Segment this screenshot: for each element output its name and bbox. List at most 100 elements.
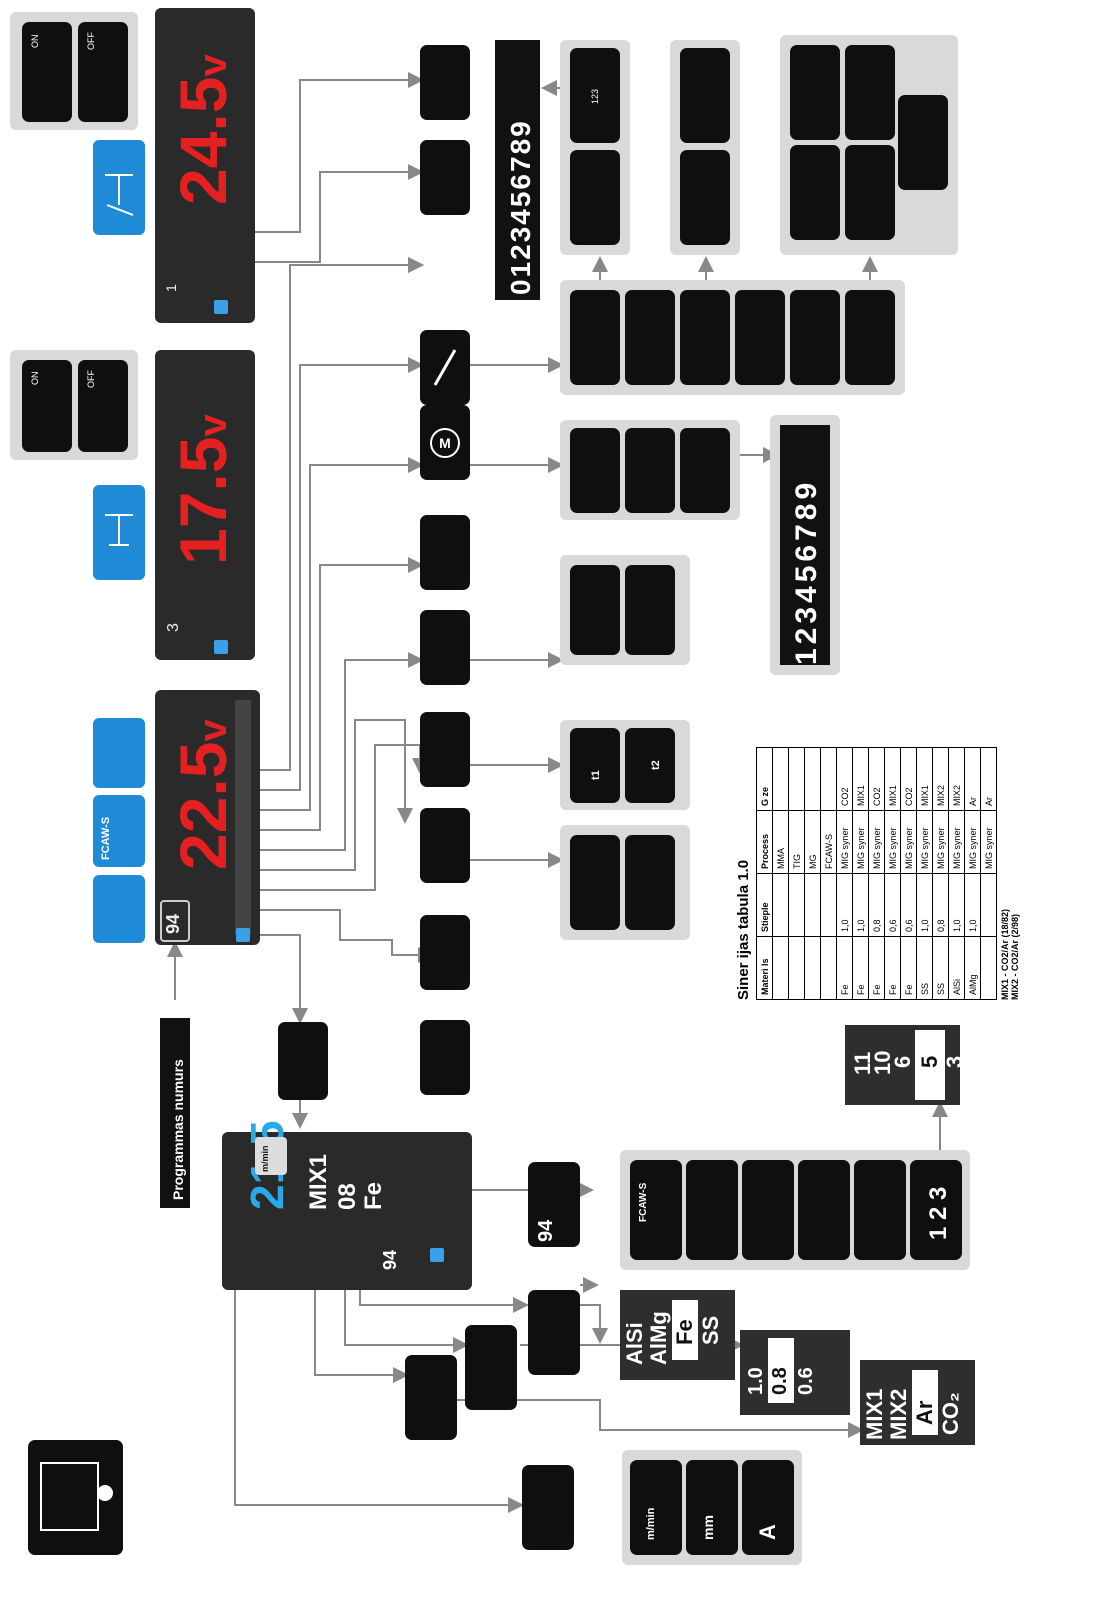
- syn-table-cell: 0,6: [900, 873, 917, 937]
- list-mma-option[interactable]: [854, 1160, 906, 1260]
- main-voltage: 22.5v: [165, 719, 241, 870]
- 2t-option[interactable]: [570, 565, 620, 655]
- syn-table-cell: 1,0: [916, 873, 933, 937]
- unit-a-option[interactable]: [742, 1460, 794, 1555]
- arc-dynamics-button[interactable]: [420, 515, 470, 590]
- diameter-button[interactable]: [465, 1325, 517, 1410]
- syn-table-cell: Fe: [836, 936, 853, 1000]
- wire-unit-button[interactable]: [522, 1465, 574, 1550]
- lock-code-button[interactable]: [570, 48, 620, 143]
- unit-m-min-label: m/min: [645, 1507, 657, 1540]
- list-fcaw-option[interactable]: [630, 1160, 682, 1260]
- gas-item-3: CO₂: [938, 1392, 963, 1435]
- gas-item-1: MIX2: [886, 1388, 911, 1440]
- syn-table-cell: Fe: [900, 936, 917, 1000]
- trigger-mode-button[interactable]: [420, 610, 470, 685]
- program-number: 94: [163, 913, 183, 934]
- tig-off-button[interactable]: [78, 22, 128, 122]
- display-option[interactable]: [680, 290, 730, 385]
- list-number-option[interactable]: [910, 1160, 962, 1260]
- user-option[interactable]: [845, 290, 895, 385]
- material-button[interactable]: [528, 1290, 580, 1375]
- mma-off-label: OFF: [86, 370, 96, 388]
- calibration-option[interactable]: [625, 290, 675, 385]
- user-display-option[interactable]: [898, 95, 948, 190]
- syn-table-cell: 1,0: [836, 873, 853, 937]
- program-selector-number: 94: [535, 1219, 557, 1242]
- syn-table-cell: AlMg: [964, 936, 981, 1000]
- user-wire-option[interactable]: [845, 145, 895, 240]
- inch-button[interactable]: [420, 808, 470, 883]
- fcaw-label: FCAW-S: [100, 816, 112, 860]
- gas-item-2: Ar: [912, 1400, 937, 1425]
- help-option[interactable]: [790, 290, 840, 385]
- memory-job-option[interactable]: [680, 428, 730, 513]
- mma-voltage: 17.5v: [165, 414, 241, 565]
- gas-test-button[interactable]: [420, 915, 470, 990]
- syn-table-row: TIG: [788, 747, 805, 1000]
- user-gas-option[interactable]: [790, 145, 840, 240]
- syn-table-cell: 0,6: [884, 873, 901, 937]
- gas-button[interactable]: [405, 1355, 457, 1440]
- user-memory-option[interactable]: [790, 45, 840, 140]
- wire-material: Fe: [360, 1181, 387, 1210]
- syn-table-cell: FCAW-S: [820, 810, 837, 874]
- syn-table-cell: MIG syner: [836, 810, 853, 874]
- memory-save-option[interactable]: [625, 428, 675, 513]
- mma-on-button[interactable]: [22, 360, 72, 452]
- syn-table-cell: MIG syner: [916, 810, 933, 874]
- syn-table-cell: [980, 936, 997, 1000]
- svg-text:M: M: [439, 435, 451, 451]
- list-tig-option[interactable]: [798, 1160, 850, 1260]
- fcaw-mode-button[interactable]: [93, 795, 145, 867]
- wrench-icon: [433, 349, 457, 386]
- inch-on-option[interactable]: [570, 835, 620, 930]
- syn-table-cell: MIG syner: [980, 810, 997, 874]
- display-option-b[interactable]: [680, 48, 730, 143]
- burnback-button[interactable]: [420, 712, 470, 787]
- list-gasless-option[interactable]: [742, 1160, 794, 1260]
- memory-button[interactable]: [420, 405, 470, 480]
- display-option-a[interactable]: [680, 150, 730, 245]
- syn-table-cell: MIX1: [884, 747, 901, 811]
- mig-mode-button[interactable]: [93, 875, 145, 943]
- 4t-option[interactable]: [625, 565, 675, 655]
- user-dynamics-option[interactable]: [845, 45, 895, 140]
- tig-slope-button[interactable]: [420, 140, 470, 215]
- wire-program: 94: [380, 1249, 400, 1270]
- tig-voltage-unit: v: [191, 54, 235, 77]
- main-voltage-value: 22.5: [166, 741, 240, 870]
- list-mig-option[interactable]: [686, 1160, 738, 1260]
- unit-mm-option[interactable]: [686, 1460, 738, 1555]
- syn-table-cell: 1,0: [852, 873, 869, 937]
- tig-on-button[interactable]: [22, 22, 72, 122]
- unit-m-min-option[interactable]: [630, 1460, 682, 1555]
- lock-option[interactable]: [570, 290, 620, 385]
- tig-downslope-button[interactable]: [420, 45, 470, 120]
- wire-feed-settings-button[interactable]: [420, 1020, 470, 1095]
- syn-header-cell: Stieple: [756, 873, 773, 937]
- display-home-icon: [40, 1462, 99, 1531]
- m-circle-icon: M: [430, 428, 460, 458]
- material-item-0: AlSi: [622, 1322, 647, 1365]
- mma-off-button[interactable]: [78, 360, 128, 452]
- lock-icon-button[interactable]: [570, 150, 620, 245]
- light-option[interactable]: [735, 290, 785, 385]
- t1-option[interactable]: [570, 728, 620, 803]
- syn-table-cell: [820, 873, 837, 937]
- syn-note-2: MIX2 - CO2/Ar (2/98): [1010, 913, 1020, 1000]
- syn-table-cell: [804, 873, 821, 937]
- program-label-box: [160, 1018, 190, 1208]
- t2-option[interactable]: [625, 728, 675, 803]
- inch-off-option[interactable]: [625, 835, 675, 930]
- syn-table-row: FCAW-S: [820, 747, 837, 1000]
- gasless-mode-button[interactable]: [93, 718, 145, 788]
- program-list-selected: [915, 1030, 945, 1100]
- process-selector-button[interactable]: [278, 1022, 328, 1100]
- material-item-2: Fe: [672, 1319, 697, 1345]
- program-selector-button[interactable]: [528, 1162, 580, 1247]
- syn-table-cell: MIG syner: [884, 810, 901, 874]
- syn-table-row: MG: [804, 747, 821, 1000]
- memory-load-option[interactable]: [570, 428, 620, 513]
